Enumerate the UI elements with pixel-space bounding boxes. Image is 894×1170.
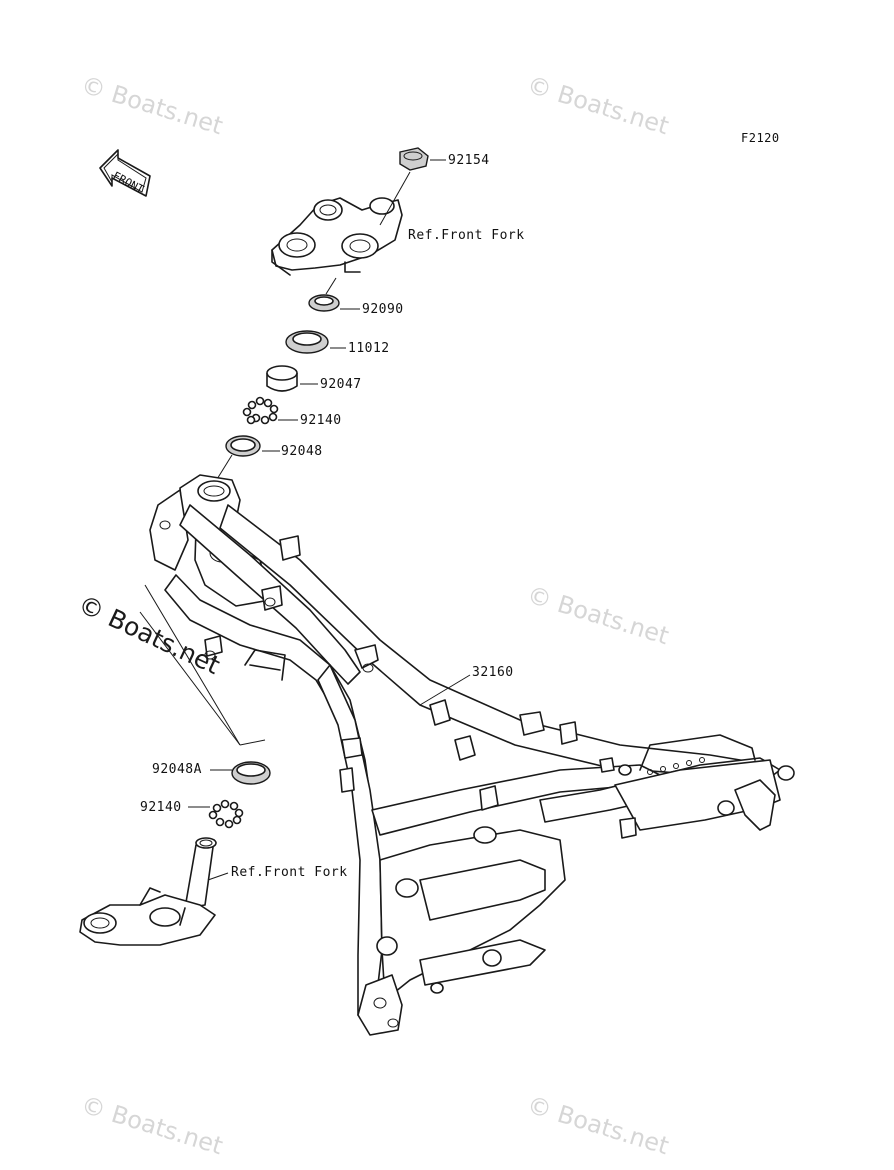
callout-92090[interactable]: 92090 bbox=[362, 302, 404, 317]
callout-92048[interactable]: 92048 bbox=[281, 444, 323, 459]
callout-ref-front-fork-upper[interactable]: Ref.Front Fork bbox=[408, 228, 525, 243]
bearing-92047 bbox=[266, 365, 318, 392]
callout-92047[interactable]: 92047 bbox=[320, 377, 362, 392]
nut-92154 bbox=[379, 147, 446, 226]
callout-11012[interactable]: 11012 bbox=[348, 341, 390, 356]
steel-balls-92140-upper bbox=[242, 396, 298, 425]
callout-92140-upper[interactable]: 92140 bbox=[300, 413, 342, 428]
callout-92154[interactable]: 92154 bbox=[448, 153, 490, 168]
dust-seal-11012 bbox=[285, 330, 346, 354]
callout-32160[interactable]: 32160 bbox=[472, 665, 514, 680]
race-92048A bbox=[210, 761, 271, 785]
callout-92048A[interactable]: 92048A bbox=[152, 762, 202, 777]
steel-balls-92140-lower bbox=[188, 799, 244, 829]
upper-triple-clamp bbox=[271, 197, 403, 276]
callout-92140-lower[interactable]: 92140 bbox=[140, 800, 182, 815]
callout-ref-front-fork-lower[interactable]: Ref.Front Fork bbox=[231, 865, 348, 880]
ring-nut-92090 bbox=[308, 277, 360, 312]
frame-32160 bbox=[149, 474, 795, 1036]
race-92048 bbox=[213, 435, 280, 485]
lower-triple-clamp bbox=[79, 837, 229, 946]
front-direction-arrow: FRONT bbox=[99, 149, 151, 197]
figure-code: F2120 bbox=[741, 131, 780, 145]
